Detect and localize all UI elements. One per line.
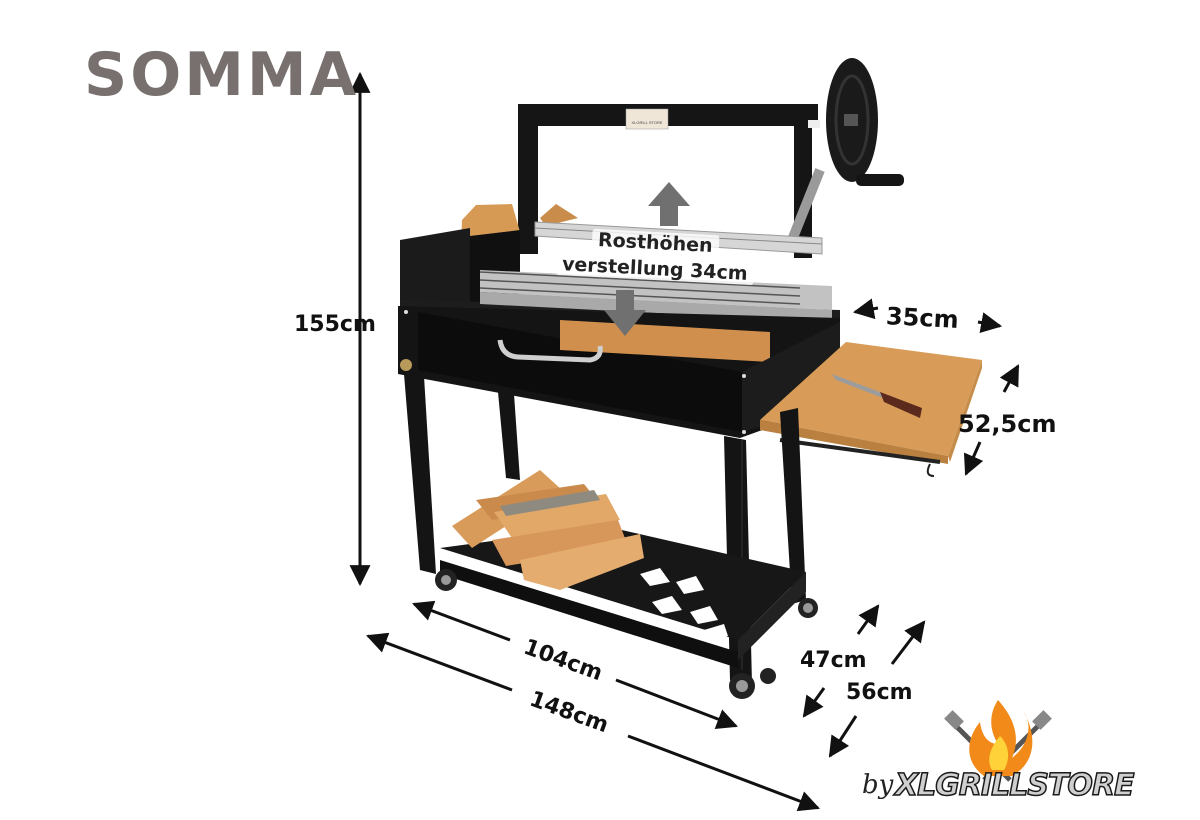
brand-prefix: by [862,770,894,800]
brand-plate-label: XLGRILL STORE [631,120,662,125]
shelf-width-arrow-left [852,298,879,320]
grate-down-arrow [604,290,646,336]
inner-width-arrow-a [412,600,511,642]
shelf-width-arrow-right [977,312,1003,333]
dimension-arrows [349,71,1020,812]
shelf-width-label: 35cm [885,302,960,334]
height-label: 155cm [294,312,376,337]
outer-width-arrow-b [627,734,820,812]
outer-depth-arrow-b [828,715,858,758]
grill-body [398,306,840,438]
wheels [435,569,818,699]
knife [832,374,922,418]
inner-depth-arrow-a [856,604,880,635]
outer-depth-arrow-a [890,620,926,665]
inner-depth-label: 47cm [800,648,867,673]
lower-grate [479,270,832,322]
outer-depth-label: 56cm [846,680,913,705]
shelf-depth-label: 52,5cm [958,410,1057,438]
brand-plate: XLGRILL STORE [625,108,669,130]
inner-width-arrow-b [615,678,738,730]
drawer-handle [497,339,603,363]
shelf-depth-arrow-top [999,364,1020,393]
firewood [452,470,644,590]
outer-width-arrow-a [366,632,513,692]
side-shelf [760,342,982,477]
inner-depth-arrow-b [802,687,826,718]
brand-name: XLGRILLSTORE [894,767,1135,804]
product-title: SOMMA [84,40,360,110]
shelf-depth-arrow-bottom [963,441,984,476]
brand-logo-icon [944,700,1052,782]
grate-up-arrow [648,182,690,226]
crank-wheel [787,58,904,242]
